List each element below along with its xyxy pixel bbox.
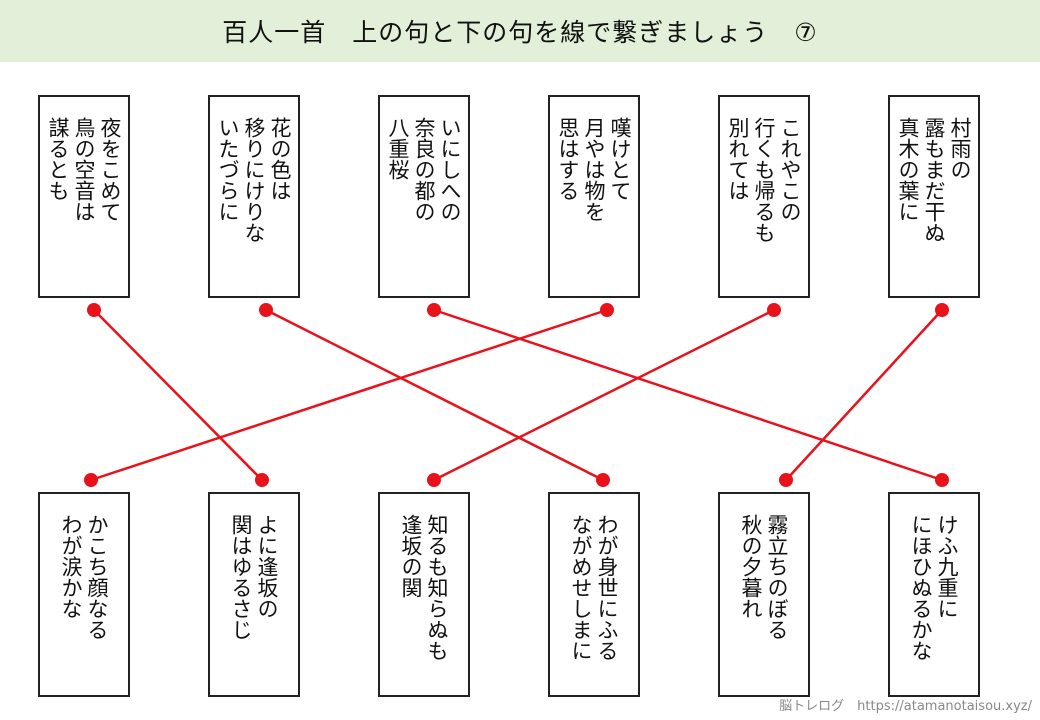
connection-line: [785, 309, 943, 481]
lower-verse-card[interactable]: わが身世にふる ながめせしまに: [548, 492, 640, 697]
upper-verse-text: 嘆けとて 月やは物を 思はする: [556, 117, 632, 222]
title-banner: 百人一首 上の句と下の句を線で繋ぎましょう ⑦: [0, 0, 1040, 62]
lower-verse-text: 霧立ちのぼる 秋の夕暮れ: [739, 514, 789, 640]
upper-verse-card[interactable]: 花の色は 移りにけりな いたづらに: [208, 95, 300, 298]
lower-verse-text: 知るも知らぬも 逢坂の関: [399, 514, 449, 661]
upper-verse-text: 夜をこめて 鳥の空音は 謀るとも: [46, 117, 122, 222]
lower-connection-dot[interactable]: [596, 473, 610, 487]
upper-connection-dot[interactable]: [87, 303, 101, 317]
upper-verse-text: 村雨の 露もまだ干ぬ 真木の葉に: [896, 117, 972, 243]
lower-verse-text: かこち顔なる わが涙かな: [59, 514, 109, 640]
lower-verse-card[interactable]: 霧立ちのぼる 秋の夕暮れ: [718, 492, 810, 697]
connection-line: [433, 308, 775, 482]
lower-connection-dot[interactable]: [935, 473, 949, 487]
upper-connection-dot[interactable]: [259, 303, 273, 317]
upper-verse-card[interactable]: 夜をこめて 鳥の空音は 謀るとも: [38, 95, 130, 298]
upper-verse-text: これやこの 行くも帰るも 別れては: [726, 117, 802, 243]
connection-line: [433, 308, 943, 482]
lower-verse-text: よに逢坂の 関はゆるさじ: [229, 514, 279, 640]
lower-verse-card[interactable]: よに逢坂の 関はゆるさじ: [208, 492, 300, 697]
upper-connection-dot[interactable]: [600, 303, 614, 317]
lower-verse-text: わが身世にふる ながめせしまに: [569, 514, 619, 661]
upper-verse-text: 花の色は 移りにけりな いたづらに: [216, 117, 292, 243]
lower-connection-dot[interactable]: [427, 473, 441, 487]
connection-line: [265, 308, 604, 482]
lower-verse-card[interactable]: 知るも知らぬも 逢坂の関: [378, 492, 470, 697]
lower-connection-dot[interactable]: [779, 473, 793, 487]
connection-line: [93, 309, 263, 481]
lower-connection-dot[interactable]: [84, 473, 98, 487]
lower-verse-text: けふ九重に にほひぬるかな: [909, 514, 959, 661]
upper-verse-card[interactable]: これやこの 行くも帰るも 別れては: [718, 95, 810, 298]
connection-line: [90, 308, 608, 482]
page-title: 百人一首 上の句と下の句を線で繋ぎましょう ⑦: [222, 18, 818, 47]
site-credit: 脳トレログ https://atamanotaisou.xyz/: [779, 699, 1032, 714]
lower-verse-card[interactable]: けふ九重に にほひぬるかな: [888, 492, 980, 697]
upper-verse-card[interactable]: いにしへの 奈良の都の 八重桜: [378, 95, 470, 298]
upper-connection-dot[interactable]: [767, 303, 781, 317]
upper-verse-text: いにしへの 奈良の都の 八重桜: [386, 117, 462, 222]
upper-connection-dot[interactable]: [427, 303, 441, 317]
upper-verse-card[interactable]: 村雨の 露もまだ干ぬ 真木の葉に: [888, 95, 980, 298]
upper-verse-card[interactable]: 嘆けとて 月やは物を 思はする: [548, 95, 640, 298]
upper-connection-dot[interactable]: [935, 303, 949, 317]
lower-connection-dot[interactable]: [255, 473, 269, 487]
lower-verse-card[interactable]: かこち顔なる わが涙かな: [38, 492, 130, 697]
